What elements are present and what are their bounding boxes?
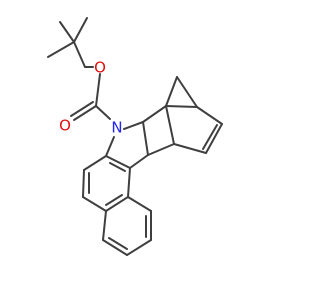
bond: [83, 155, 107, 171]
bond: [105, 155, 131, 169]
bond: [95, 73, 101, 107]
bond: [126, 239, 152, 256]
bond: [73, 105, 97, 121]
bond: [202, 124, 218, 150]
bond: [142, 121, 149, 156]
bond: [109, 162, 126, 172]
bond: [127, 196, 152, 212]
bond: [105, 136, 115, 157]
bond: [165, 76, 178, 107]
bond: [95, 105, 111, 120]
nitrogen-atom: N: [111, 119, 122, 137]
bond: [147, 143, 175, 156]
molecule-structure-diagram: O O N: [47, 17, 223, 256]
bond: [129, 154, 149, 169]
bond: [82, 169, 85, 198]
bond: [102, 239, 128, 256]
bond: [59, 21, 75, 43]
bond: [142, 105, 167, 123]
oxygen-atom-ether: O: [94, 59, 106, 77]
bond: [176, 76, 198, 108]
bonds: [47, 17, 223, 256]
bond: [73, 41, 86, 68]
bond: [205, 123, 223, 154]
bond: [47, 41, 75, 58]
atom-labels: O O N: [59, 59, 123, 137]
oxygen-atom-carbonyl: O: [59, 117, 71, 135]
bond: [165, 105, 198, 108]
bond: [105, 196, 129, 212]
bond: [73, 17, 88, 43]
bond: [82, 196, 107, 212]
bond: [102, 210, 107, 241]
bond: [123, 121, 144, 130]
bond: [165, 105, 175, 145]
bond: [70, 101, 94, 117]
bond: [173, 143, 207, 154]
bond: [105, 194, 123, 206]
bond: [127, 167, 131, 198]
bond: [108, 237, 128, 250]
bond: [196, 106, 223, 125]
